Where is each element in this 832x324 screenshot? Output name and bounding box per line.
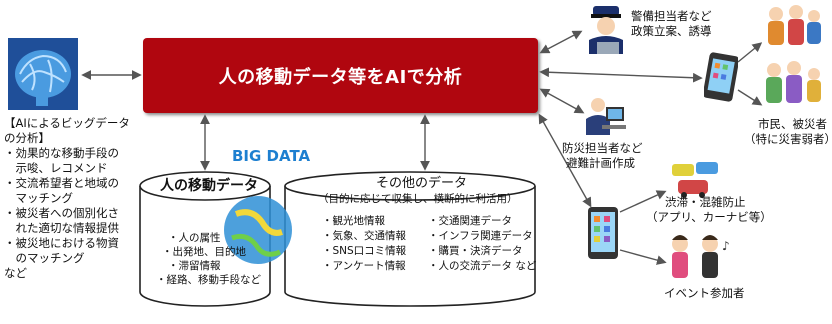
analysis-title-line-1: 【AIによるビッグデータ bbox=[4, 116, 130, 130]
right-col1-item-3: ・SNS口コミ情報 bbox=[322, 245, 407, 257]
traffic-label-2: （アプリ、カーナビ等） bbox=[646, 210, 772, 224]
analysis-bullet-4-line-2: のマッチング bbox=[4, 251, 85, 265]
big-data-globe-icon bbox=[224, 196, 292, 264]
family-icon bbox=[762, 4, 826, 112]
disaster-officer-label-1: 防災担当者など bbox=[562, 141, 643, 155]
left-item-2: ・出発地、目的地 bbox=[162, 246, 246, 258]
left-cylinder-items: ・人の属性 ・出発地、目的地 ・滞留情報 ・経路、移動手段など bbox=[156, 231, 261, 287]
left-item-1: ・人の属性 bbox=[168, 232, 221, 244]
analysis-bullet-1-line-1: ・効果的な移動手段の bbox=[4, 146, 119, 160]
analysis-bullet-1-line-2: 示唆、レコメンド bbox=[4, 161, 108, 175]
police-label-2: 政策立案、誘導 bbox=[631, 24, 712, 38]
right-col1-item-1: ・観光地情報 bbox=[322, 215, 385, 227]
disaster-officer-label-2: 避難計画作成 bbox=[566, 156, 635, 170]
right-col1-item-2: ・気象、交通情報 bbox=[322, 230, 406, 242]
right-cylinder-col-1: ・観光地情報 ・気象、交通情報 ・SNS口コミ情報 ・アンケート情報 bbox=[322, 214, 406, 274]
event-crowd-icon: ♪ bbox=[664, 230, 732, 280]
police-label-1: 警備担当者など bbox=[631, 9, 712, 23]
right-col2-item-1: ・交通関連データ bbox=[428, 215, 512, 227]
analysis-bullet-2-line-2: マッチング bbox=[4, 191, 73, 205]
analysis-bullet-3-line-2: れた適切な情報提供 bbox=[4, 221, 119, 235]
car-traffic-icon bbox=[668, 160, 724, 200]
right-cylinder-subtitle: （目的に応じて収集し、横断的に利活用） bbox=[318, 193, 518, 205]
smartphone-icon-2 bbox=[587, 206, 619, 260]
left-item-4: ・経路、移動手段など bbox=[156, 274, 261, 286]
citizens-label-1: 市民、被災者 bbox=[758, 117, 827, 131]
left-cylinder bbox=[139, 171, 271, 307]
right-cylinder-col-2: ・交通関連データ ・インフラ関連データ ・購買・決済データ ・人の交流データ な… bbox=[428, 214, 536, 274]
right-col2-item-4: ・人の交流データ など bbox=[428, 260, 537, 272]
analysis-bullet-2-line-1: ・交流希望者と地域の bbox=[4, 176, 119, 190]
analysis-bullet-4-line-1: ・被災地における物資 bbox=[4, 236, 119, 250]
smartphone-icon bbox=[702, 52, 740, 102]
svg-text:♪: ♪ bbox=[722, 239, 730, 253]
analysis-panel: 【AIによるビッグデータ の分析】 ・効果的な移動手段の 示唆、レコメンド ・交… bbox=[4, 116, 139, 281]
event-label: イベント参加者 bbox=[664, 286, 745, 300]
right-col2-item-3: ・購買・決済データ bbox=[428, 245, 523, 257]
analysis-title-line-2: の分析】 bbox=[4, 131, 50, 145]
right-col2-item-2: ・インフラ関連データ bbox=[428, 230, 533, 242]
right-cylinder bbox=[284, 171, 536, 307]
officer-at-computer-icon bbox=[584, 95, 626, 137]
right-cylinder-title: その他のデータ bbox=[376, 176, 468, 191]
big-data-label: BIG DATA bbox=[232, 147, 311, 165]
brain-icon bbox=[8, 38, 78, 110]
right-col1-item-4: ・アンケート情報 bbox=[322, 260, 406, 272]
central-analysis-label: 人の移動データ等をAIで分析 bbox=[218, 66, 463, 88]
left-item-3: ・滞留情報 bbox=[168, 260, 221, 272]
traffic-label-1: 渋滞・混雑防止 bbox=[665, 195, 746, 209]
central-analysis-box: 人の移動データ等をAIで分析 bbox=[143, 38, 538, 113]
analysis-trailing: など bbox=[4, 266, 27, 280]
police-officer-icon bbox=[583, 4, 629, 54]
citizens-label-2: （特に災害弱者） bbox=[744, 132, 832, 146]
analysis-bullet-3-line-1: ・被災者への個別化さ bbox=[4, 206, 119, 220]
left-cylinder-title: 人の移動データ bbox=[160, 178, 258, 194]
